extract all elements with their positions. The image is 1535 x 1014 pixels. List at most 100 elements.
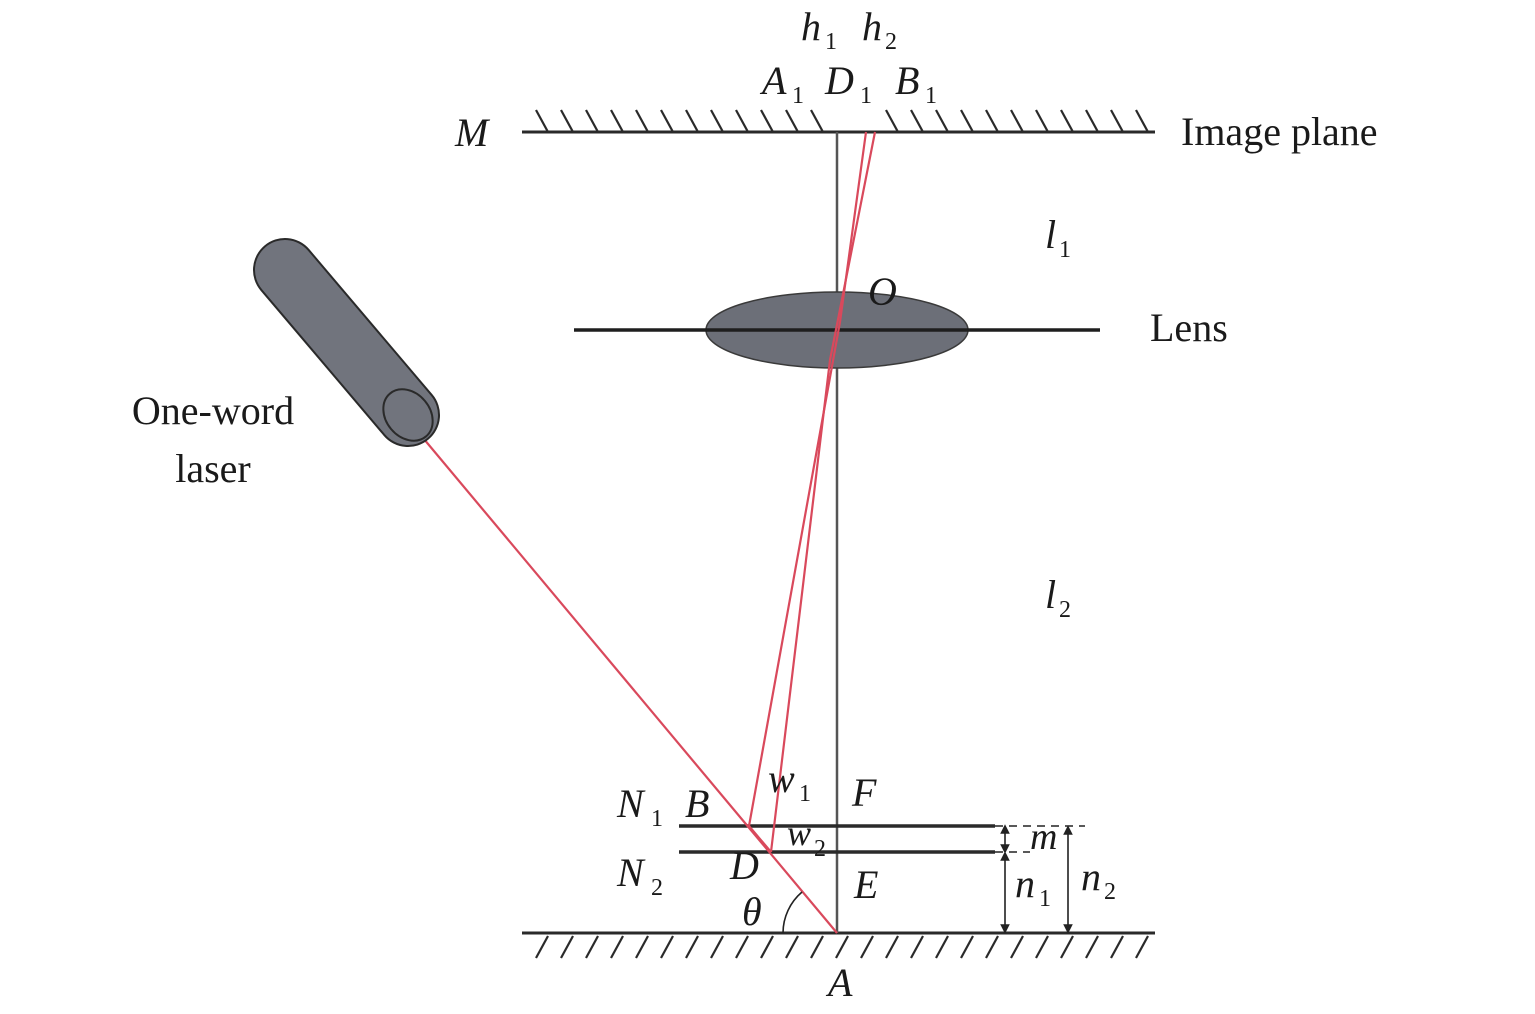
svg-text:N: N (616, 850, 646, 895)
hatch-mark (560, 935, 574, 959)
hatch-mark (810, 109, 824, 133)
hatch-mark (1035, 935, 1049, 959)
hatch-mark (1060, 109, 1074, 133)
hatch-mark (535, 109, 549, 133)
label-f: F (851, 770, 877, 815)
hatch-mark (860, 935, 874, 959)
hatch-mark (735, 935, 749, 959)
svg-text:N: N (616, 781, 646, 826)
lens-label: Lens (1150, 305, 1228, 350)
image-plane-label: Image plane (1181, 109, 1378, 154)
reflected-beam-w1 (747, 131, 868, 827)
label-d: D (729, 843, 759, 888)
ground-surface (522, 931, 1155, 959)
hatch-mark (935, 109, 949, 133)
hatch-mark (885, 935, 899, 959)
hatch-mark (735, 109, 749, 133)
hatch-mark (535, 935, 549, 959)
svg-text:1: 1 (1059, 237, 1071, 263)
hatch-mark (1010, 109, 1024, 133)
hatch-mark (1085, 935, 1099, 959)
svg-text:2: 2 (885, 29, 897, 55)
hatch-mark (610, 935, 624, 959)
reflected-beam-w2 (769, 131, 877, 853)
hatch-mark (1110, 109, 1124, 133)
hatch-mark (1010, 935, 1024, 959)
hatch-mark (960, 109, 974, 133)
hatch-mark (660, 935, 674, 959)
laser-label-line2: laser (175, 446, 251, 491)
svg-text:1: 1 (799, 781, 811, 807)
svg-text:n: n (1015, 861, 1035, 906)
incident-beam (407, 419, 838, 934)
svg-text:1: 1 (925, 83, 937, 109)
svg-text:1: 1 (651, 806, 663, 832)
hatch-mark (610, 109, 624, 133)
label-l2: l 2 (1045, 572, 1071, 623)
svg-text:A: A (759, 58, 787, 103)
label-w1: w 1 (768, 756, 811, 807)
label-e: E (853, 862, 878, 907)
label-d1: D 1 (824, 58, 872, 109)
label-m-dimension: m (1030, 816, 1057, 858)
image-plane (522, 109, 1155, 134)
hatch-mark (785, 935, 799, 959)
hatch-mark (985, 109, 999, 133)
hatch-mark (910, 109, 924, 133)
hatch-mark (810, 935, 824, 959)
laser-beams (407, 131, 877, 934)
hatch-mark (960, 935, 974, 959)
hatch-mark (635, 935, 649, 959)
hatch-mark (660, 109, 674, 133)
hatch-mark (1060, 935, 1074, 959)
hatch-mark (1135, 109, 1149, 133)
svg-text:1: 1 (1039, 886, 1051, 912)
one-word-laser (253, 238, 440, 447)
hatch-mark (585, 109, 599, 133)
hatch-mark (1085, 109, 1099, 133)
label-n1-dimension: n 1 (1015, 861, 1051, 912)
beam-segment-b-d (748, 825, 772, 853)
label-a-point: A (825, 960, 853, 1005)
ground-hatching (535, 935, 1149, 959)
hatch-mark (835, 935, 849, 959)
svg-text:2: 2 (1104, 879, 1116, 905)
image-plane-hatching (535, 109, 1149, 133)
hatch-mark (560, 109, 574, 133)
svg-text:n: n (1081, 854, 1101, 899)
svg-text:l: l (1045, 572, 1056, 617)
hatch-mark (635, 109, 649, 133)
label-n2-layer: N 2 (616, 850, 663, 901)
hatch-mark (935, 935, 949, 959)
svg-text:2: 2 (814, 836, 826, 862)
hatch-mark (685, 935, 699, 959)
hatch-mark (1135, 935, 1149, 959)
svg-text:w: w (768, 756, 795, 801)
hatch-mark (885, 109, 899, 133)
label-o-lens-center: O (868, 269, 897, 314)
label-l1: l 1 (1045, 212, 1071, 263)
laser-label-line1: One-word (132, 388, 294, 433)
svg-text:1: 1 (825, 29, 837, 55)
svg-text:w: w (787, 813, 811, 853)
label-h2: h 2 (862, 4, 897, 55)
hatch-mark (710, 935, 724, 959)
svg-text:l: l (1045, 212, 1056, 257)
label-b: B (685, 781, 709, 826)
label-m-plane: M (454, 110, 491, 155)
svg-text:B: B (895, 58, 919, 103)
hatch-mark (1035, 109, 1049, 133)
label-n1-layer: N 1 (616, 781, 663, 832)
label-a1: A 1 (759, 58, 804, 109)
hatch-mark (785, 109, 799, 133)
label-b1: B 1 (895, 58, 937, 109)
svg-text:1: 1 (792, 83, 804, 109)
svg-text:2: 2 (1059, 597, 1071, 623)
label-theta: θ (742, 889, 762, 934)
hatch-mark (1110, 935, 1124, 959)
svg-text:2: 2 (651, 875, 663, 901)
svg-text:D: D (824, 58, 854, 103)
label-n2-dimension: n 2 (1081, 854, 1116, 905)
laser-aperture (382, 388, 434, 442)
